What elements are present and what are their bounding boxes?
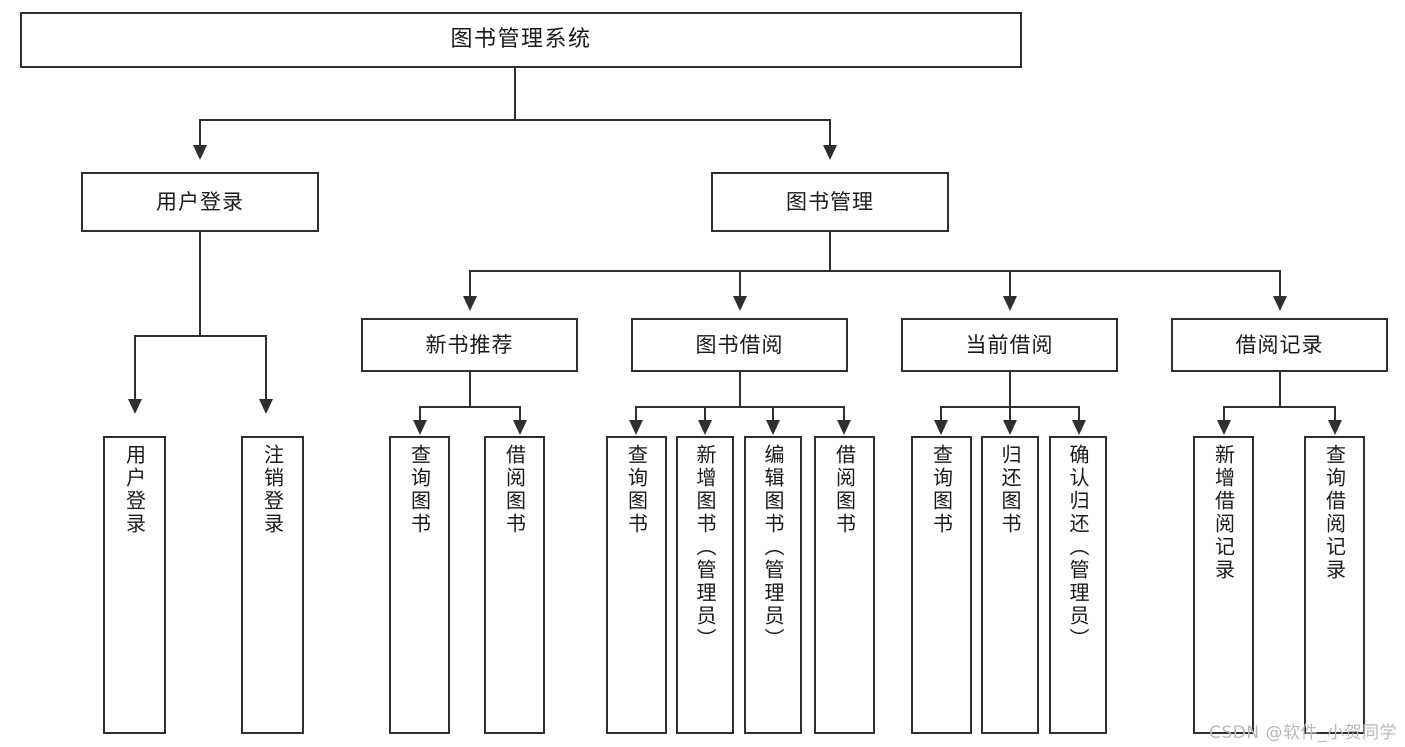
connector-level3-drop-3: [1009, 270, 1011, 298]
arrowhead-bb-add-book: [698, 420, 712, 435]
connector-br-drop-1: [1223, 406, 1225, 422]
node-label: 查询借阅记录: [1322, 444, 1347, 582]
node-label: 编辑图书（管理员）: [761, 444, 785, 651]
node-label: 用户登录: [122, 444, 147, 536]
connector-borrow-record-stem: [1279, 372, 1281, 408]
node-label: 借阅记录: [1235, 332, 1324, 357]
connector-new-book-stem: [469, 372, 471, 408]
leaf-bb-add-book[interactable]: 新增图书（管理员）: [676, 436, 734, 734]
connector-level3-bus: [469, 270, 1281, 272]
leaf-cb-confirm-return[interactable]: 确认归还（管理员）: [1049, 436, 1107, 734]
node-label: 归还图书: [998, 444, 1022, 536]
node-new-book-recommend[interactable]: 新书推荐: [361, 318, 578, 372]
connector-new-book-drop-1: [419, 406, 421, 422]
node-borrow-record[interactable]: 借阅记录: [1171, 318, 1388, 372]
arrowhead-bb-borrow-book: [837, 420, 851, 435]
node-label: 用户登录: [156, 189, 244, 214]
leaf-bb-query-book[interactable]: 查询图书: [606, 436, 667, 734]
node-current-borrow[interactable]: 当前借阅: [901, 318, 1118, 372]
node-label: 新增借阅记录: [1211, 444, 1236, 582]
connector-br-drop-2: [1334, 406, 1336, 422]
node-label: 查询图书: [407, 444, 432, 536]
arrowhead-book-manage: [823, 145, 837, 160]
node-book-borrow[interactable]: 图书借阅: [631, 318, 848, 372]
leaf-br-add-record[interactable]: 新增借阅记录: [1193, 436, 1254, 734]
arrowhead-nb-borrow-book: [513, 420, 527, 435]
connector-bb-drop-1: [635, 406, 637, 422]
leaf-cb-query-book[interactable]: 查询图书: [911, 436, 972, 734]
arrowhead-user-login: [193, 145, 207, 160]
node-label: 图书借阅: [695, 332, 784, 357]
arrowhead-cb-return-book: [1003, 420, 1017, 435]
node-label: 借阅图书: [832, 444, 857, 536]
leaf-bb-edit-book[interactable]: 编辑图书（管理员）: [744, 436, 802, 734]
connector-level3-drop-1: [469, 270, 471, 298]
connector-bb-drop-4: [843, 406, 845, 422]
node-label: 借阅图书: [502, 444, 527, 536]
connector-root-stem: [514, 68, 516, 120]
connector-top-bus: [199, 119, 831, 121]
connector-user-login-stem: [199, 232, 201, 336]
arrowhead-book-borrow: [733, 296, 747, 311]
connector-book-borrow-stem: [739, 372, 741, 408]
connector-book-borrow-bus: [635, 406, 845, 408]
leaf-cb-return-book[interactable]: 归还图书: [981, 436, 1039, 734]
arrowhead-br-query-record: [1328, 420, 1342, 435]
connector-book-manage-stem: [829, 232, 831, 272]
connector-bb-drop-2: [704, 406, 706, 422]
connector-bb-drop-3: [772, 406, 774, 422]
leaf-br-query-record[interactable]: 查询借阅记录: [1304, 436, 1365, 734]
node-label: 当前借阅: [965, 332, 1054, 357]
arrowhead-br-add-record: [1217, 420, 1231, 435]
arrowhead-borrow-record: [1273, 296, 1287, 311]
leaf-user-login[interactable]: 用户登录: [103, 436, 166, 734]
node-book-management[interactable]: 图书管理: [711, 172, 949, 232]
arrowhead-new-book: [463, 296, 477, 311]
node-label: 图书管理系统: [450, 27, 592, 53]
arrowhead-bb-edit-book: [766, 420, 780, 435]
node-label: 查询图书: [624, 444, 649, 536]
arrowhead-leaf-user-login: [128, 399, 142, 414]
connector-cb-drop-1: [940, 406, 942, 422]
connector-drop-user-login: [199, 119, 201, 147]
arrowhead-leaf-logout: [259, 399, 273, 414]
node-label: 新书推荐: [425, 332, 514, 357]
connector-user-login-drop-1: [134, 335, 136, 401]
node-label: 图书管理: [786, 189, 874, 214]
leaf-bb-borrow-book[interactable]: 借阅图书: [814, 436, 875, 734]
connector-user-login-bus: [134, 335, 266, 337]
node-label: 确认归还（管理员）: [1066, 444, 1090, 651]
leaf-nb-borrow-book[interactable]: 借阅图书: [484, 436, 545, 734]
arrowhead-nb-query-book: [413, 420, 427, 435]
node-user-login[interactable]: 用户登录: [81, 172, 319, 232]
leaf-logout[interactable]: 注销登录: [241, 436, 304, 734]
connector-cb-drop-3: [1078, 406, 1080, 422]
connector-new-book-drop-2: [519, 406, 521, 422]
node-label: 注销登录: [260, 444, 285, 536]
arrowhead-cb-query-book: [934, 420, 948, 435]
connector-level3-drop-4: [1279, 270, 1281, 298]
connector-user-login-drop-2: [265, 335, 267, 401]
connector-borrow-record-bus: [1223, 406, 1336, 408]
connector-current-borrow-stem: [1009, 372, 1011, 408]
connector-new-book-bus: [419, 406, 520, 408]
connector-level3-drop-2: [739, 270, 741, 298]
arrowhead-cb-confirm-return: [1072, 420, 1086, 435]
arrowhead-bb-query-book: [629, 420, 643, 435]
leaf-nb-query-book[interactable]: 查询图书: [389, 436, 450, 734]
node-root-system[interactable]: 图书管理系统: [20, 12, 1022, 68]
arrowhead-current-borrow: [1003, 296, 1017, 311]
node-label: 新增图书（管理员）: [693, 444, 717, 651]
connector-drop-book-manage: [829, 119, 831, 147]
node-label: 查询图书: [929, 444, 954, 536]
connector-cb-drop-2: [1009, 406, 1011, 422]
